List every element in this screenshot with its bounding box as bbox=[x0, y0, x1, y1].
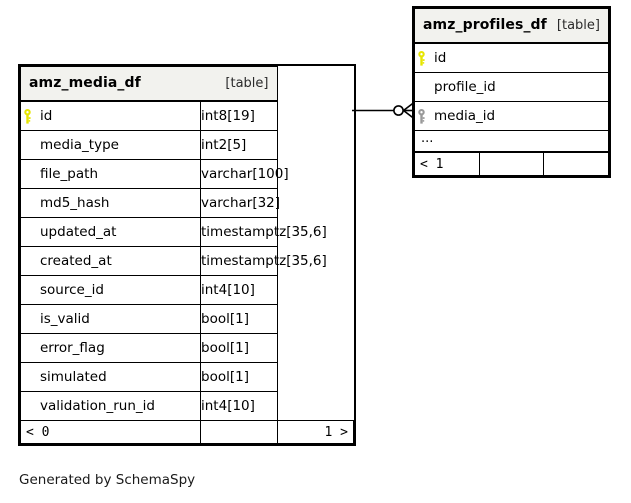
table-type-tag: [table] bbox=[556, 18, 600, 33]
table-type-tag: [table] bbox=[225, 76, 269, 91]
key-icon-placeholder bbox=[21, 398, 34, 414]
primary-key-icon bbox=[21, 108, 34, 124]
column-name: media_type bbox=[40, 137, 119, 153]
footer-middle-cell bbox=[478, 151, 545, 176]
column-name: simulated bbox=[40, 369, 107, 385]
column-type: timestamptz[35,6] bbox=[200, 217, 327, 247]
footer-parent-count: < 0 bbox=[20, 420, 201, 444]
more-columns-cell: ... bbox=[414, 130, 609, 153]
key-icon-placeholder bbox=[21, 195, 34, 211]
cardinality-many-crowsfoot bbox=[403, 101, 415, 120]
key-icon-placeholder bbox=[21, 224, 34, 240]
table-header-row: amz_profiles_df [table] bbox=[414, 8, 609, 44]
column-name: created_at bbox=[40, 253, 112, 269]
table-header-cell: amz_profiles_df [table] bbox=[414, 8, 609, 44]
relationship-connector-media-to-profiles[interactable] bbox=[352, 96, 416, 126]
table-row[interactable]: profile_id bbox=[414, 72, 609, 102]
column-name-cell: id bbox=[414, 42, 609, 73]
column-name-cell: md5_hash bbox=[20, 188, 201, 218]
column-name-cell: media_id bbox=[414, 101, 609, 131]
column-name-cell: file_path bbox=[20, 159, 201, 189]
column-type: int4[10] bbox=[200, 391, 278, 421]
column-name: validation_run_id bbox=[40, 398, 155, 414]
entity-grid: amz_media_df [table] bbox=[20, 66, 354, 444]
column-name: id bbox=[40, 108, 53, 124]
column-name-cell: id bbox=[20, 100, 201, 131]
table-row[interactable]: file_path varchar[100] bbox=[20, 159, 354, 189]
table-title: amz_media_df bbox=[29, 75, 141, 91]
footer-middle-cell bbox=[200, 420, 278, 444]
cardinality-zero-marker bbox=[393, 105, 404, 116]
table-row[interactable]: id int8[19] bbox=[20, 100, 354, 131]
column-name: media_id bbox=[434, 108, 496, 124]
column-name: error_flag bbox=[40, 340, 105, 356]
column-name-cell: is_valid bbox=[20, 304, 201, 334]
table-row[interactable]: simulated bool[1] bbox=[20, 362, 354, 392]
column-name-cell: media_type bbox=[20, 130, 201, 160]
column-name: is_valid bbox=[40, 311, 90, 327]
column-type: int8[19] bbox=[200, 100, 278, 131]
footer-parent-count: < 1 bbox=[414, 151, 480, 176]
table-row[interactable]: is_valid bool[1] bbox=[20, 304, 354, 334]
column-name: updated_at bbox=[40, 224, 117, 240]
column-name-cell: created_at bbox=[20, 246, 201, 276]
column-name-cell: source_id bbox=[20, 275, 201, 305]
table-row[interactable]: updated_at timestamptz[35,6] bbox=[20, 217, 354, 247]
table-footer-row: < 1 bbox=[414, 151, 609, 176]
column-type: bool[1] bbox=[200, 304, 278, 334]
column-type: bool[1] bbox=[200, 333, 278, 363]
column-name: file_path bbox=[40, 166, 99, 182]
column-name: source_id bbox=[40, 282, 104, 298]
entity-table-amz-profiles-df[interactable]: amz_profiles_df [table] bbox=[412, 6, 611, 178]
entity-table-amz-media-df[interactable]: amz_media_df [table] bbox=[18, 64, 356, 446]
table-row[interactable]: created_at timestamptz[35,6] bbox=[20, 246, 354, 276]
column-name-cell: error_flag bbox=[20, 333, 201, 363]
column-name: profile_id bbox=[434, 79, 496, 95]
column-type: timestamptz[35,6] bbox=[200, 246, 327, 276]
key-icon-placeholder bbox=[21, 369, 34, 385]
column-type: int4[10] bbox=[200, 275, 278, 305]
primary-key-icon bbox=[415, 50, 428, 66]
column-name-cell: simulated bbox=[20, 362, 201, 392]
footer-child-count bbox=[543, 151, 609, 176]
table-header-cell: amz_media_df [table] bbox=[20, 66, 278, 102]
column-type: varchar[100] bbox=[200, 159, 289, 189]
column-type: int2[5] bbox=[200, 130, 278, 160]
more-columns-row[interactable]: ... bbox=[414, 130, 609, 153]
key-icon-placeholder bbox=[21, 137, 34, 153]
table-title: amz_profiles_df bbox=[423, 17, 547, 33]
ellipsis-indicator: ... bbox=[421, 131, 434, 146]
table-row[interactable]: media_type int2[5] bbox=[20, 130, 354, 160]
key-icon-placeholder bbox=[21, 340, 34, 356]
key-icon-placeholder bbox=[21, 311, 34, 327]
column-name-cell: validation_run_id bbox=[20, 391, 201, 421]
key-icon-placeholder bbox=[415, 79, 428, 95]
key-icon-placeholder bbox=[21, 253, 34, 269]
table-row[interactable]: error_flag bool[1] bbox=[20, 333, 354, 363]
table-row[interactable]: validation_run_id int4[10] bbox=[20, 391, 354, 421]
key-icon-placeholder bbox=[21, 166, 34, 182]
column-type: bool[1] bbox=[200, 362, 278, 392]
key-icon-placeholder bbox=[21, 282, 34, 298]
column-name-cell: updated_at bbox=[20, 217, 201, 247]
table-row[interactable]: md5_hash varchar[32] bbox=[20, 188, 354, 218]
generated-by-caption: Generated by SchemaSpy bbox=[19, 472, 196, 488]
column-name: md5_hash bbox=[40, 195, 110, 211]
footer-child-count: 1 > bbox=[276, 420, 354, 444]
foreign-key-icon bbox=[415, 108, 428, 124]
column-name-cell: profile_id bbox=[414, 72, 609, 102]
table-row[interactable]: source_id int4[10] bbox=[20, 275, 354, 305]
table-footer-row: < 0 1 > bbox=[20, 420, 354, 444]
entity-grid: amz_profiles_df [table] bbox=[414, 8, 609, 176]
column-type: varchar[32] bbox=[200, 188, 280, 218]
table-header-row: amz_media_df [table] bbox=[20, 66, 354, 102]
table-row[interactable]: media_id bbox=[414, 101, 609, 131]
table-row[interactable]: id bbox=[414, 42, 609, 73]
column-name: id bbox=[434, 50, 447, 66]
